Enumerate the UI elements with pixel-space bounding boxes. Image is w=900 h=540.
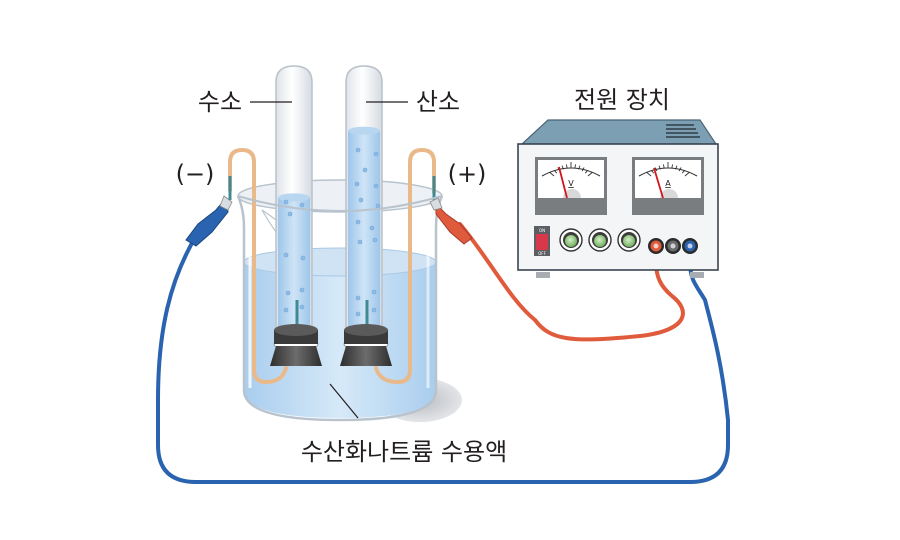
terminal-hole [670,243,676,249]
meter-tick [578,165,581,170]
hydrogen-tube-liquid [278,197,310,328]
meter-tick [681,169,686,174]
knob-cap [623,235,635,247]
meter-tick [658,165,661,170]
svg-text:ON: ON [539,228,545,233]
knob-cap [565,235,577,247]
power-supply-top [520,119,718,145]
terminal-hole [687,243,693,249]
ammeter-needle [653,167,664,199]
meter-tick [549,171,555,177]
negative-terminal-label: (−) [176,160,215,188]
meter-tick [566,164,568,169]
voltmeter-unit: V [568,179,574,188]
voltmeter-needle [558,166,568,199]
solution-label: 수산화나트륨 수용액 [301,438,507,466]
meter-tick [561,165,564,170]
power-switch[interactable]: ON OFF [534,226,550,256]
meter-tick [646,171,652,177]
oxygen-tube-liquid [348,130,380,328]
positive-wire [458,222,685,342]
positive-terminal-label: (+) [448,160,487,188]
hydrogen-test-tube [275,65,313,329]
power-supply-label: 전원 장치 [574,86,670,114]
meter-tick [678,167,682,172]
meter-tick [587,171,593,177]
svg-text:OFF: OFF [538,251,546,256]
meter-tick [654,167,658,172]
voltmeter: V [535,157,607,215]
meter-tick [650,169,655,174]
solution-surface [243,247,437,277]
power-supply: V A ON OFF [517,119,719,278]
negative-clip [185,195,233,247]
meter-tick [584,169,589,174]
meter-tick [663,164,665,169]
oxygen-stopper [340,324,392,366]
positive-clip [429,197,473,245]
meter-tick [671,164,673,169]
meter-tick [574,164,576,169]
meter-tick [675,165,678,170]
oxygen-test-tube [345,65,383,329]
terminal-hole [653,243,659,249]
copper-wires [228,147,436,385]
gas-bubbles [283,147,381,317]
solution-pointer [329,383,359,419]
oxygen-label: 산소 [416,88,460,116]
hydrogen-label: 수소 [198,88,242,116]
meter-tick [553,169,558,174]
hydrogen-stopper [270,324,322,366]
knob-cap [594,235,606,247]
meter-tick [684,171,690,177]
ammeter: A [632,157,704,215]
meter-tick [581,167,585,172]
ammeter-unit: A [665,179,671,188]
beaker [236,179,444,422]
negative-wire [156,234,730,484]
